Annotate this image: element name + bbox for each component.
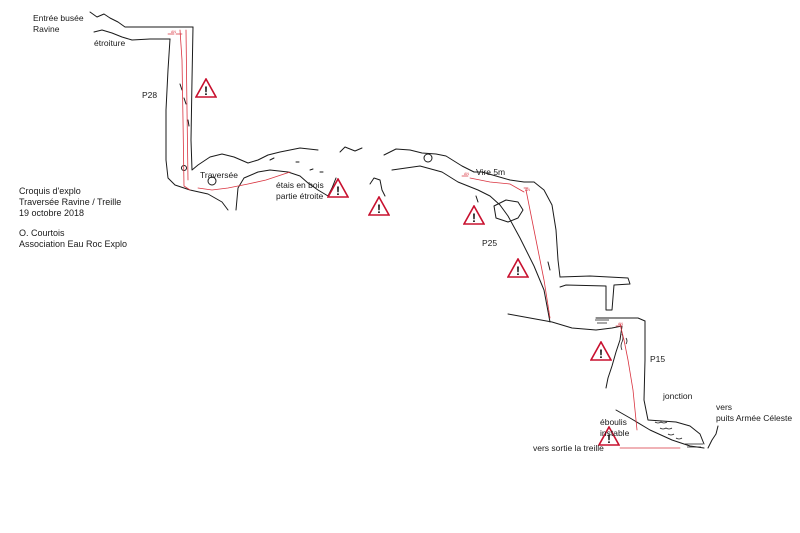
caption-subtitle: Traversée Ravine / Treille [19, 197, 122, 207]
rope-p28-b [185, 29, 189, 181]
caption-date: 19 octobre 2018 [19, 208, 85, 218]
label-etroiture: étroiture [94, 38, 126, 48]
wall-traverse-right-lower [391, 165, 469, 187]
wall-p25-left [467, 185, 551, 323]
label-p25: P25 [482, 238, 498, 248]
anchor-label: AN [464, 172, 469, 176]
wall-p15-right [643, 320, 705, 445]
label-vers-1: vers [716, 402, 733, 412]
caption-author: O. Courtois [19, 228, 65, 238]
caption-association: Association Eau Roc Explo [19, 239, 128, 249]
label-etais-2: partie étroite [276, 191, 324, 201]
rope-p25 [525, 189, 551, 319]
label-etais-1: étais en bois [276, 180, 324, 190]
anchor-label: AN [618, 322, 623, 326]
label-traversee: Traversée [200, 170, 238, 180]
wall-traverse-lower [235, 169, 337, 211]
block [493, 199, 524, 223]
svg-text:!: ! [607, 432, 611, 446]
warning-triangle-icon: ! [507, 258, 529, 278]
warning-triangle-icon: ! [195, 78, 217, 98]
wall-traverse-mid [369, 177, 386, 197]
label-eboulis-2: instable [600, 428, 630, 438]
floor-detail [269, 157, 324, 173]
floor-detail [179, 83, 551, 271]
rope-traverse [197, 171, 291, 191]
rope-p28 [179, 29, 191, 191]
wall-vire [473, 171, 535, 183]
anchor-label: AN [171, 30, 176, 34]
rope-vire [469, 177, 525, 193]
boulder [423, 153, 433, 163]
label-vire: Vire 5m [476, 167, 506, 177]
rope-p15 [619, 323, 638, 431]
anchor-mark [167, 33, 623, 327]
svg-text:!: ! [336, 184, 340, 198]
warning-triangle-icon: ! [368, 196, 390, 216]
wall-p15-left [605, 325, 623, 389]
svg-text:!: ! [472, 211, 476, 225]
label-p28: P28 [142, 90, 158, 100]
wall-gallery-top [559, 275, 631, 311]
caption-title: Croquis d'explo [19, 186, 81, 196]
wall-armee [707, 425, 719, 449]
wall-p25-right [533, 181, 561, 278]
wall-traverse-upper-b [383, 148, 475, 173]
wall-p28-left [165, 38, 229, 211]
label-vers-2: puits Armée Céleste [716, 413, 793, 423]
label-jonction: jonction [663, 391, 693, 401]
svg-text:!: ! [599, 347, 603, 361]
sketch-caption: Croquis d'explo Traversée Ravine / Treil… [19, 186, 127, 250]
wall-entrance-top [89, 11, 194, 28]
wall-entrance-bottom [93, 29, 171, 41]
anchor-label: AN [525, 188, 530, 192]
svg-text:!: ! [204, 84, 208, 98]
label-sortie: vers sortie la treille [533, 443, 604, 453]
boulder [207, 176, 217, 186]
warning-triangle-icon: ! [590, 341, 612, 361]
wall-bottom [615, 409, 705, 449]
label-eboulis-1: éboulis [600, 417, 627, 427]
label-entree: Entrée busée [33, 13, 84, 23]
wall-traverse-upper-a [339, 146, 363, 153]
warning-triangle-icon: ! [598, 426, 620, 446]
svg-text:!: ! [377, 202, 381, 216]
label-p15: P15 [650, 354, 666, 364]
cross-section-marker [595, 319, 703, 448]
svg-text:!: ! [516, 264, 520, 278]
warning-triangle-icon: ! [327, 178, 349, 198]
wall-p28-right [190, 26, 319, 171]
scree [620, 333, 683, 440]
label-ravine: Ravine [33, 24, 60, 34]
wall-gallery-floor [507, 313, 623, 331]
wall-gallery-ceiling [595, 317, 646, 322]
warning-triangle-icon: ! [463, 205, 485, 225]
